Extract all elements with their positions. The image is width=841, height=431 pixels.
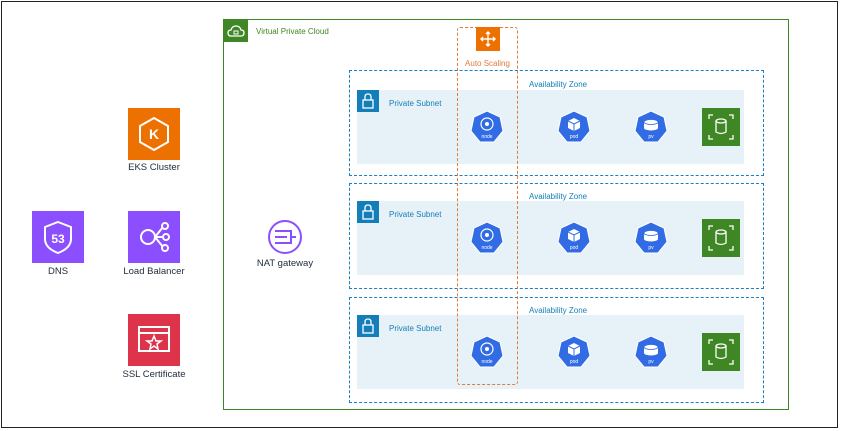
pv-icon — [634, 110, 668, 144]
node-icon — [470, 335, 504, 369]
auto-scaling-title: Auto Scaling — [465, 59, 510, 68]
lock-icon — [357, 201, 379, 223]
availability-zone-3 — [349, 297, 764, 403]
storage-icon — [702, 108, 740, 146]
auto-scaling-group — [457, 27, 518, 385]
pv-label: pv — [648, 359, 654, 365]
autoscaling-icon — [476, 27, 500, 51]
storage-icon — [702, 333, 740, 371]
cloud-icon — [224, 20, 248, 42]
lock-icon — [357, 315, 379, 337]
private-subnet-2: Private Subnet — [357, 201, 744, 275]
route53-icon: 53 — [32, 211, 84, 263]
certificate-icon — [128, 314, 180, 366]
pod-label: pod — [569, 134, 579, 140]
pv-label: pv — [648, 245, 654, 251]
pv-icon — [634, 335, 668, 369]
private-subnet-1: Private Subnet — [357, 90, 744, 164]
pod-label: pod — [569, 359, 579, 365]
availability-zone-title: Availability Zone — [529, 192, 588, 201]
dns-label: DNS — [47, 266, 69, 277]
lock-icon — [357, 90, 379, 112]
node-icon — [470, 221, 504, 255]
eks-cluster-label: EKS Cluster — [128, 162, 180, 173]
ssl-certificate-label: SSL Certificate — [122, 369, 186, 380]
availability-zone-2 — [349, 183, 764, 289]
pod-icon — [557, 221, 591, 255]
availability-zone-title: Availability Zone — [529, 306, 588, 315]
eks-cluster-icon: K — [128, 108, 180, 160]
storage-icon — [702, 219, 740, 257]
svg-text:53: 53 — [51, 232, 65, 246]
vpc-title: Virtual Private Cloud — [256, 27, 329, 36]
private-subnet-title: Private Subnet — [389, 210, 442, 219]
pod-icon — [557, 110, 591, 144]
svg-text:K: K — [149, 126, 159, 142]
pv-label: pv — [648, 134, 654, 140]
pod-icon — [557, 335, 591, 369]
pod-label: pod — [569, 245, 579, 251]
pv-icon — [634, 221, 668, 255]
availability-zone-1 — [349, 70, 764, 176]
private-subnet-title: Private Subnet — [389, 324, 442, 333]
node-icon — [470, 110, 504, 144]
availability-zone-title: Availability Zone — [529, 80, 588, 89]
nat-gateway-icon — [267, 219, 303, 255]
load-balancer-icon — [128, 211, 180, 263]
private-subnet-title: Private Subnet — [389, 99, 442, 108]
node-label: node — [481, 359, 493, 365]
nat-gateway-label: NAT gateway — [256, 258, 314, 269]
private-subnet-3: Private Subnet — [357, 315, 744, 389]
node-label: node — [481, 134, 493, 140]
vpc-container: Virtual Private Cloud — [223, 19, 789, 410]
node-label: node — [481, 245, 493, 251]
load-balancer-label: Load Balancer — [123, 266, 185, 277]
